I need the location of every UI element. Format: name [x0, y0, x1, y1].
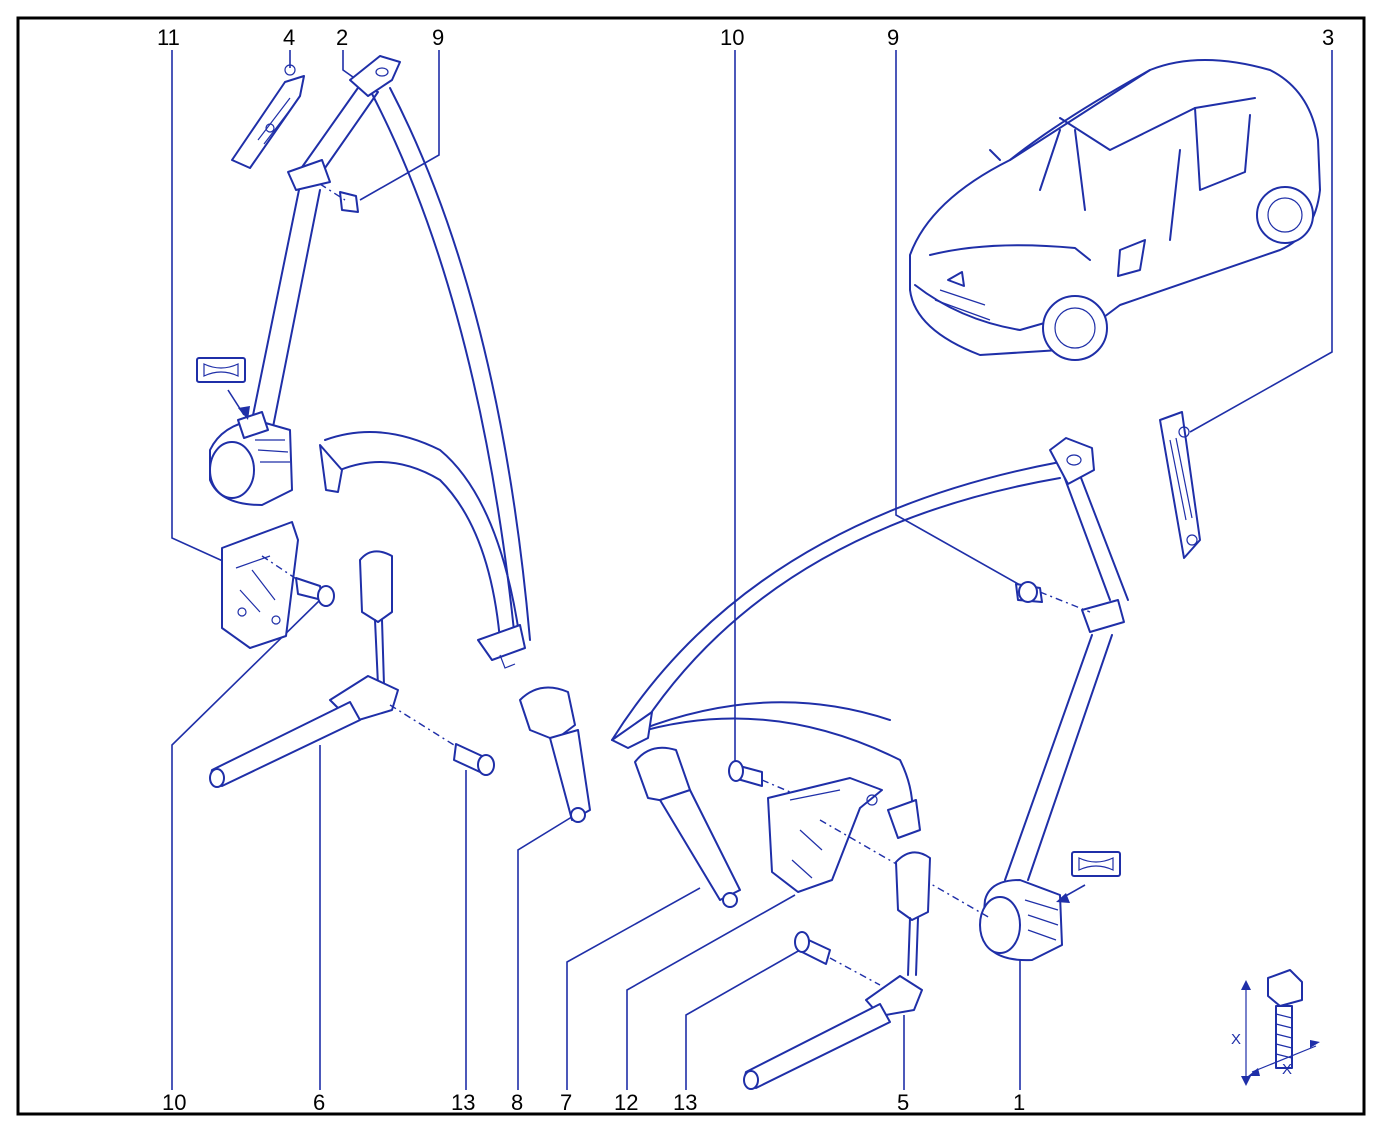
- right-upper-webbing: [611, 437, 1129, 881]
- vehicle-outline-icon: [909, 59, 1321, 361]
- torque-symbol-right: [1056, 851, 1121, 903]
- callout-top-3: 3: [1322, 25, 1334, 50]
- callout-bottom-13-left: 13: [451, 1090, 475, 1115]
- right-buckle-stalk-5: [743, 851, 931, 1090]
- left-mounting-bracket-11: [221, 521, 299, 649]
- right-bolt-10: [728, 760, 791, 793]
- callout-bottom-8: 8: [511, 1090, 523, 1115]
- callout-bottom-12: 12: [614, 1090, 638, 1115]
- bolt-dimension-icon: X X: [1231, 969, 1320, 1086]
- right-mounting-bracket-12: [767, 777, 991, 919]
- callout-bottom-6: 6: [313, 1090, 325, 1115]
- callout-top-9-left: 9: [432, 25, 444, 50]
- right-retractor-1: [979, 879, 1063, 962]
- left-belt-webbing: [249, 55, 531, 641]
- dimension-label-diameter: X: [1282, 1061, 1292, 1078]
- right-bolt-13: [794, 931, 881, 986]
- right-lap-belt: [611, 701, 921, 839]
- callout-bottom-13-right: 13: [673, 1090, 697, 1115]
- right-bolt-9: [1015, 581, 1091, 613]
- callout-top-2: 2: [336, 25, 348, 50]
- torque-symbol-left: [196, 357, 250, 420]
- callout-bottom-5: 5: [897, 1090, 909, 1115]
- right-height-adjuster-3: [1159, 411, 1201, 559]
- left-bolt-10: [261, 555, 335, 607]
- callout-top-11: 11: [157, 25, 180, 50]
- left-bolt-9: [319, 183, 359, 213]
- callout-bottom-10: 10: [162, 1090, 186, 1115]
- left-lap-belt-loop: [319, 431, 526, 669]
- left-height-adjuster: [231, 64, 305, 169]
- callout-top-4: 4: [283, 25, 295, 50]
- callout-bottom-7: 7: [560, 1090, 572, 1115]
- left-buckle-stalk-6: [209, 550, 463, 788]
- buckle-tongue-8: [519, 686, 591, 823]
- diagram-border: [16, 16, 1366, 1116]
- left-retractor-1: [209, 411, 293, 506]
- callout-top-10: 10: [720, 25, 744, 50]
- buckle-7: [634, 746, 741, 908]
- dimension-label-length: X: [1231, 1031, 1241, 1048]
- leader-lines: [171, 50, 1333, 1090]
- callout-top-9-right: 9: [887, 25, 899, 50]
- left-bolt-13: [453, 743, 495, 776]
- callout-bottom-1: 1: [1013, 1090, 1025, 1115]
